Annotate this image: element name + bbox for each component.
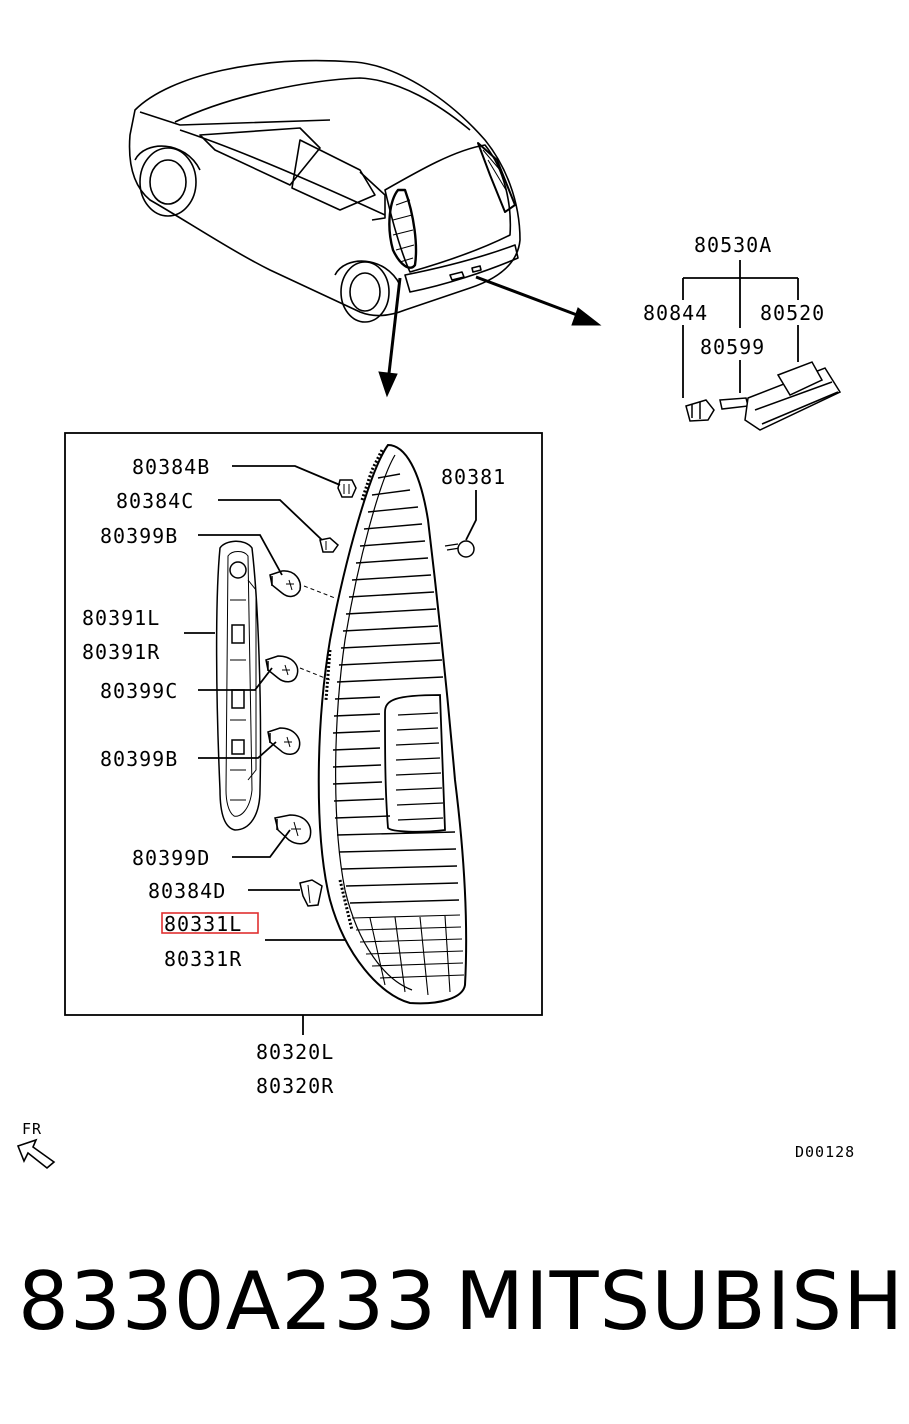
label-80320L: 80320L bbox=[256, 1040, 334, 1064]
label-80530A: 80530A bbox=[694, 233, 772, 257]
label-80520: 80520 bbox=[760, 301, 825, 325]
label-80399B-mid: 80399B bbox=[100, 747, 178, 771]
label-80399D: 80399D bbox=[132, 846, 210, 870]
fr-label: FR bbox=[22, 1120, 42, 1138]
fr-arrow-icon bbox=[16, 1138, 56, 1170]
fasteners bbox=[299, 479, 475, 907]
assembly-box bbox=[64, 432, 543, 1016]
callout-arrows bbox=[378, 275, 602, 398]
label-80331R: 80331R bbox=[164, 947, 242, 971]
part-labels: 80384B 80384C 80381 80399B 80391L 80391R… bbox=[82, 455, 506, 1098]
tail-lamp-lens bbox=[317, 443, 468, 1005]
label-80391L: 80391L bbox=[82, 606, 160, 630]
label-80384C: 80384C bbox=[116, 489, 194, 513]
label-80384D: 80384D bbox=[148, 879, 226, 903]
car-illustration bbox=[128, 59, 521, 323]
bulbs bbox=[265, 570, 312, 845]
label-80391R: 80391R bbox=[82, 640, 160, 664]
label-80381: 80381 bbox=[441, 465, 506, 489]
label-80320R: 80320R bbox=[256, 1074, 334, 1098]
label-80599: 80599 bbox=[700, 335, 765, 359]
license-lamp-group: 80530A 80844 80520 80599 bbox=[643, 233, 842, 431]
label-80384B: 80384B bbox=[132, 455, 210, 479]
label-80399B-top: 80399B bbox=[100, 524, 178, 548]
diagram-code: D00128 bbox=[795, 1143, 855, 1161]
leader-lines bbox=[184, 465, 477, 1035]
part-number: 8330A233 bbox=[18, 1255, 438, 1348]
front-direction-indicator: FR bbox=[16, 1120, 56, 1170]
label-80844: 80844 bbox=[643, 301, 708, 325]
brand-name: MITSUBISHI bbox=[455, 1255, 909, 1348]
highlight-box bbox=[161, 912, 259, 934]
label-80331L: 80331L bbox=[164, 912, 242, 936]
socket-plate bbox=[215, 540, 262, 831]
label-80399C: 80399C bbox=[100, 679, 178, 703]
